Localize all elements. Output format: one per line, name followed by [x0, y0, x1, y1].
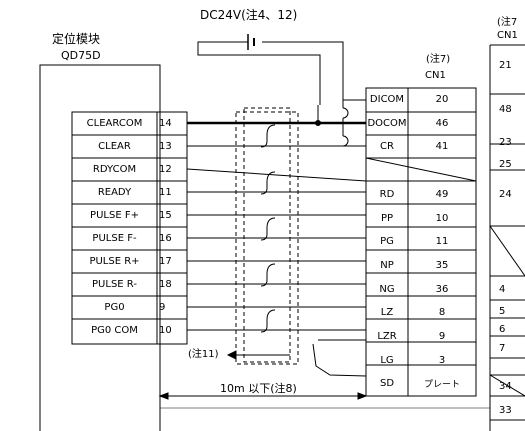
left-pin-number: 14 [159, 118, 172, 129]
cn1-pin-number: 9 [438, 331, 446, 342]
left-pin-name: RDYCOM [92, 164, 137, 175]
far-right-pin-number: 6 [499, 323, 506, 335]
cn1-pin-table [365, 87, 477, 397]
cn1-label: CN1 [425, 70, 446, 81]
left-pin-number: 18 [159, 279, 172, 290]
cn1-pin-number: プレート [423, 380, 460, 391]
far-right-pin-number: 48 [499, 103, 512, 115]
cn1-pin-name: RD [379, 188, 395, 200]
left-pin-name: PULSE F- [92, 233, 137, 244]
cn1-pin-number: 46 [435, 117, 449, 129]
left-pin-number: 15 [159, 210, 172, 221]
cn1-pin-name: DOCOM [367, 117, 407, 129]
cn1-pin-number: 20 [435, 94, 449, 105]
cn1-pin-number [408, 159, 476, 182]
module-outline [39, 64, 161, 431]
signal-wires [186, 99, 367, 377]
cn1-pin-name: LZ [380, 307, 394, 319]
distance-label: 10m 以下(注8) [220, 382, 297, 395]
far-right-pin-number: 34 [499, 380, 512, 392]
distance-arrow [158, 392, 490, 409]
left-pin-number: 12 [159, 164, 172, 175]
far-right-pin-number: 7 [499, 342, 506, 354]
far-right-pin-number: 5 [499, 305, 506, 317]
cn1-pin-name: NG [379, 283, 395, 295]
cn1-pin-name: PG [380, 236, 394, 248]
dc24v-supply [197, 34, 344, 105]
cn1-pin-number: 41 [435, 141, 449, 153]
cn1-pin-number: 36 [435, 283, 449, 295]
cn1-pin-number: 10 [435, 212, 449, 224]
far-right-pin-number: 21 [499, 59, 512, 71]
far-right-pin-number: 24 [499, 188, 512, 200]
left-pin-name: CLEAR [98, 141, 131, 152]
far-right-table [489, 44, 525, 431]
note11-label: (注11) [188, 349, 219, 360]
top-right-cn1-cut: CN1 [497, 30, 518, 41]
far-right-pin-number: 4 [499, 283, 506, 295]
left-pin-name: PULSE R+ [89, 256, 140, 267]
cn1-pin-name: LG [380, 354, 394, 366]
module-name-jp: 定位模块 [52, 32, 101, 46]
left-pin-number: 10 [159, 325, 172, 336]
cn1-pin-number: 49 [435, 188, 449, 200]
top-right-note-cut: (注7 [497, 17, 518, 28]
left-pin-name: PG0 [104, 302, 125, 313]
left-pin-name: READY [97, 187, 132, 198]
dc24v-label: DC24V(注4、12) [200, 8, 298, 22]
cn1-pin-name: PP [380, 212, 394, 224]
left-pin-table [71, 111, 188, 345]
left-pin-name: CLEARCOM [86, 118, 143, 129]
cn1-pin-name: CR [380, 141, 394, 153]
left-pin-number: 13 [159, 141, 172, 152]
left-pin-name: PULSE R- [92, 279, 137, 290]
left-pin-name: PULSE F+ [90, 210, 139, 221]
cn1-pin-number: 35 [435, 259, 449, 271]
cn1-pin-name: SD [379, 378, 395, 390]
far-right-pin-number: 25 [499, 158, 512, 170]
cn1-note: (注7) [426, 54, 451, 65]
cn1-pin-number: 3 [438, 354, 446, 366]
left-pin-number: 17 [159, 256, 172, 267]
left-pin-number: 16 [159, 233, 172, 244]
cn1-pin-name: DICOM [369, 94, 405, 105]
cn1-pin-name: NP [380, 259, 394, 271]
module-name: QD75D [61, 49, 101, 62]
left-pin-number: 9 [159, 302, 166, 313]
left-pin-number: 11 [159, 187, 172, 198]
far-right-pin-number: 33 [499, 404, 512, 416]
twisted-pair-shields [235, 107, 299, 365]
cn1-pin-name [366, 159, 408, 182]
left-pin-name: PG0 COM [91, 325, 138, 336]
cn1-pin-number: 8 [438, 307, 446, 319]
cn1-pin-name: LZR [377, 331, 397, 342]
far-right-pin-number: 23 [499, 136, 512, 148]
cn1-pin-number: 11 [435, 236, 449, 248]
